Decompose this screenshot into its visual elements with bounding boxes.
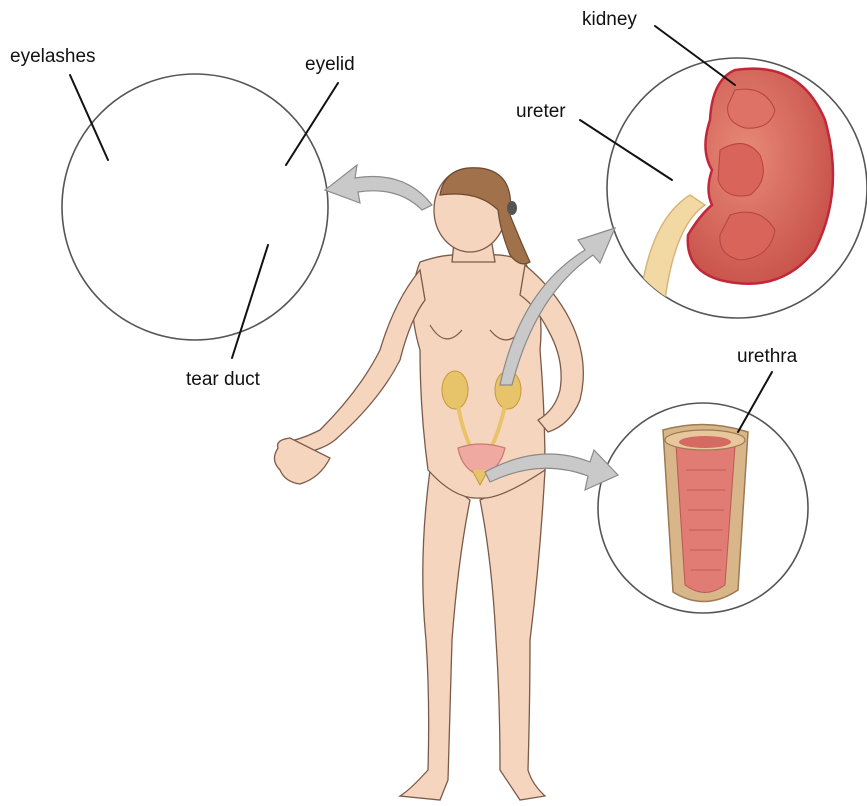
kidney-inset <box>607 58 867 318</box>
label-eyelashes: eyelashes <box>10 46 96 67</box>
urethra-inset <box>598 403 808 613</box>
human-body-figure <box>274 168 583 800</box>
label-ureter: ureter <box>516 101 566 122</box>
arrow-to-eye <box>325 165 432 210</box>
label-urethra: urethra <box>737 346 798 367</box>
label-kidney: kidney <box>582 9 637 30</box>
label-eyelid: eyelid <box>305 54 355 75</box>
eye-closeup-inset <box>60 70 340 350</box>
label-tear-duct: tear duct <box>186 369 261 390</box>
